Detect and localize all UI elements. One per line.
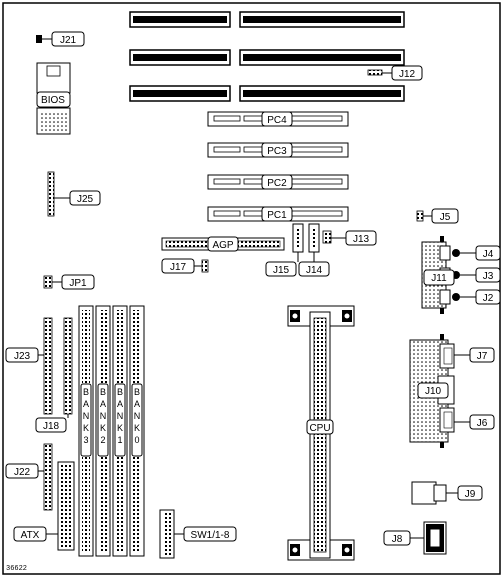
cpu-slot: CPU — [287, 305, 355, 561]
j18-connector: J18 — [35, 317, 73, 433]
sw1-label: SW1/1-8 — [191, 530, 230, 541]
j8-connector: J8 — [383, 521, 447, 555]
j4-label-group: J4 — [460, 245, 501, 261]
j12-jumper: J12 — [367, 65, 423, 81]
jp1-label: JP1 — [69, 278, 87, 289]
j11-label: J11 — [431, 273, 447, 284]
j14-label: J14 — [306, 265, 323, 276]
j4-label: J4 — [483, 249, 494, 260]
j3-label: J3 — [483, 271, 494, 282]
j2-label: J2 — [483, 293, 494, 304]
j22-connector: J22 — [5, 443, 53, 511]
j9-label: J9 — [465, 489, 476, 500]
figure-number: 36622 — [6, 565, 27, 573]
pci-slot-pc1: PC1 — [207, 206, 349, 222]
pc1-label: PC1 — [267, 210, 287, 221]
j10-label: J10 — [425, 386, 442, 397]
j3-label-group: J3 — [460, 267, 501, 283]
sw1-dip-switch: SW1/1-8 — [159, 509, 237, 559]
atx-power-connector: ATX — [13, 461, 75, 551]
j15-label: J15 — [273, 265, 290, 276]
j6-label: J6 — [477, 418, 488, 429]
isa-slot — [133, 16, 227, 23]
j23-label: J23 — [14, 351, 31, 362]
atx-label: ATX — [21, 530, 40, 541]
isa-slot — [243, 90, 401, 97]
j25-connector: J25 — [47, 171, 101, 217]
j21-label: J21 — [60, 35, 77, 46]
pc4-label: PC4 — [267, 115, 287, 126]
j10-label-group: J10 — [417, 382, 449, 399]
isa-slot — [133, 90, 227, 97]
j15-connector: J15 — [265, 223, 304, 277]
pc3-label: PC3 — [267, 146, 287, 157]
j14-connector: J14 — [298, 223, 330, 277]
audio-game-connectors — [421, 236, 460, 314]
j9-connector: J9 — [411, 481, 483, 505]
bios-label: BIOS — [41, 95, 65, 106]
isa-slots — [129, 11, 405, 102]
cpu-label: CPU — [309, 423, 330, 434]
j7-label-group: J7 — [454, 347, 495, 363]
j5-jumper: J5 — [416, 208, 459, 224]
dimm-bank-0 — [129, 305, 145, 557]
isa-slot — [133, 54, 227, 61]
j25-label: J25 — [77, 194, 94, 205]
dimm-bank-2 — [95, 305, 111, 557]
j18-label: J18 — [43, 421, 60, 432]
j13-label: J13 — [353, 234, 370, 245]
dimm-bank-1 — [112, 305, 128, 557]
j2-label-group: J2 — [460, 289, 501, 305]
pci-slot-pc2: PC2 — [207, 174, 349, 190]
j13-connector: J13 — [322, 230, 377, 246]
j17-label: J17 — [170, 262, 187, 273]
j6-label-group: J6 — [454, 414, 495, 430]
j11-label-group: J11 — [423, 269, 455, 286]
jp1-jumper: JP1 — [43, 274, 95, 290]
j23-connector: J23 — [5, 317, 53, 415]
j12-label: J12 — [399, 69, 416, 80]
j17-jumper: J17 — [161, 258, 209, 274]
agp-label: AGP — [212, 240, 233, 251]
agp-slot: AGP — [161, 236, 285, 252]
j22-label: J22 — [14, 467, 31, 478]
pci-slot-pc3: PC3 — [207, 142, 349, 158]
isa-slot — [243, 54, 401, 61]
pc2-label: PC2 — [267, 178, 287, 189]
pci-slots: PC4 PC3 PC2 PC1 — [207, 111, 349, 222]
pci-slot-pc4: PC4 — [207, 111, 349, 127]
bios-chip: BIOS — [36, 62, 71, 135]
j5-label: J5 — [440, 212, 451, 223]
dimm-bank-3 — [78, 305, 94, 557]
j21-jumper: J21 — [36, 31, 85, 47]
j7-label: J7 — [477, 351, 488, 362]
isa-slot — [243, 16, 401, 23]
j8-label: J8 — [392, 534, 403, 545]
